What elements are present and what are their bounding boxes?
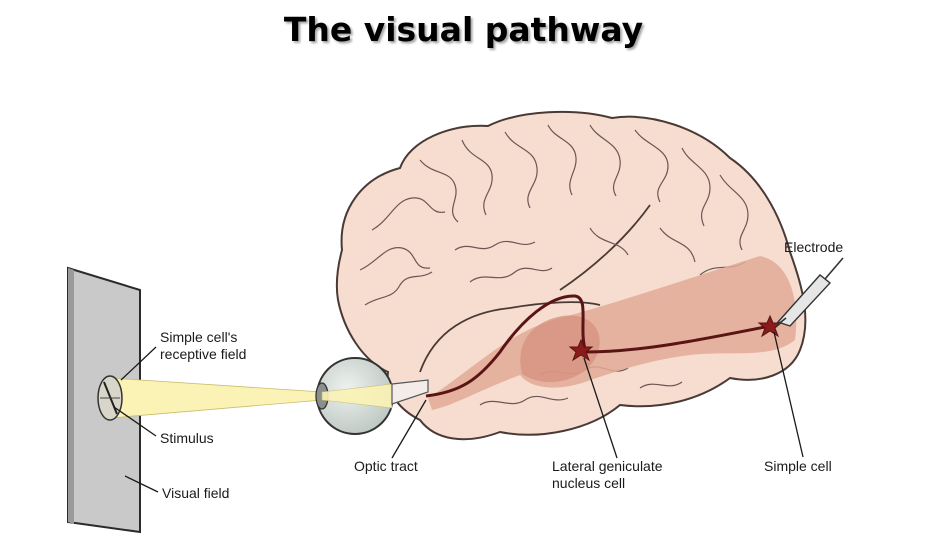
visual-pathway-band xyxy=(428,256,797,410)
light-beam xyxy=(109,377,323,419)
receptive-field-oval xyxy=(97,375,123,421)
page-title: The visual pathway xyxy=(283,10,644,49)
stimulus-label: Stimulus xyxy=(160,430,214,446)
lateral-sulcus xyxy=(559,204,651,291)
receptive-field-label-line2: receptive field xyxy=(160,346,246,362)
optic-nerve xyxy=(391,379,429,405)
optic-tract-label: Optic tract xyxy=(354,458,418,474)
lgn-label-line1: Lateral geniculate xyxy=(552,458,663,474)
lgn-region xyxy=(520,315,600,383)
receptive-field-label-line1: Simple cell's xyxy=(160,329,237,345)
visual-field-label: Visual field xyxy=(162,485,229,501)
lgn-neuron xyxy=(568,338,594,362)
optic-tract-line xyxy=(425,294,771,398)
leader-lines xyxy=(113,331,804,493)
electrode xyxy=(775,257,844,327)
simple-cell-label: Simple cell xyxy=(764,458,832,474)
temporal-lobe-outline xyxy=(419,301,601,373)
simple-cell-neuron xyxy=(757,314,783,338)
eye-light-rays xyxy=(321,383,393,409)
lgn-label-line2: nucleus cell xyxy=(552,475,625,491)
electrode-label: Electrode xyxy=(784,239,843,255)
